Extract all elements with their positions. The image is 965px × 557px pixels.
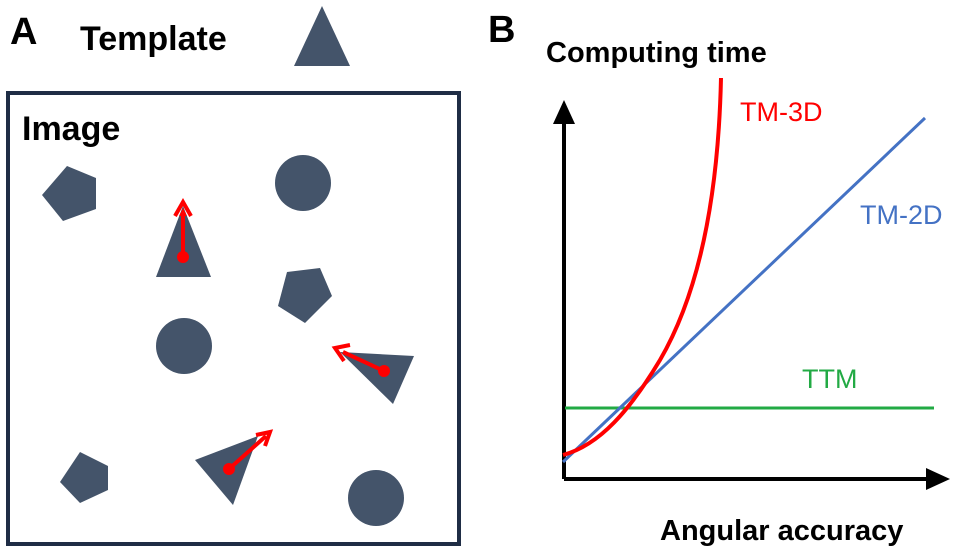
orientation-arrow [223,429,274,475]
pentagon-shape [42,166,96,221]
circle-shape [348,470,404,526]
orientation-arrow [331,343,390,377]
tm-3d-curve [562,77,723,457]
ttm-label: TTM [802,364,857,394]
pentagon-shape [278,268,332,323]
panel-b-label: B [488,9,515,51]
circle-shape [156,318,212,374]
x-axis-arrowhead [926,468,950,490]
circle-shape [275,155,331,211]
panel-a: A Template Image [6,6,461,546]
panel-a-label: A [10,11,37,53]
orientation-arrow [173,197,193,263]
template-label: Template [80,20,227,58]
tm-2d-curve [561,116,927,464]
tm-3d-label: TM-3D [740,97,823,127]
panel-b: B Computing time Angular accuracy TM-3D … [488,9,950,547]
y-axis-label: Computing time [546,37,767,69]
template-triangle [294,6,350,66]
pentagon-shape [60,452,108,503]
x-axis-label: Angular accuracy [660,515,903,547]
y-axis-arrowhead [553,100,575,124]
image-label: Image [22,110,120,148]
triangle-shape [340,352,414,404]
tm-2d-label: TM-2D [860,200,943,230]
